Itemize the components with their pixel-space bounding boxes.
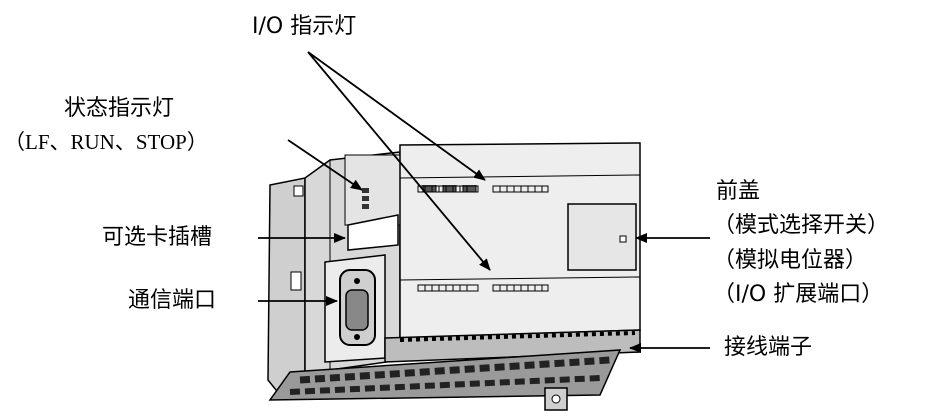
callout-arrows [258,51,710,353]
optional-card-slot-label: 可选卡插槽 [102,225,213,250]
arrow-io-top [307,51,486,181]
front-cover-item1-label: （模式选择开关） [713,213,890,238]
arrow-io-bottom [307,51,491,271]
status-indicator-label: 状态指示灯 [64,96,175,121]
status-indicator-sub-label: （LF、RUN、STOP） [4,130,208,154]
terminal-block [268,329,641,411]
status-leds [362,188,369,209]
comm-port-label: 通信端口 [128,288,217,313]
comm-port [324,254,386,363]
io-indicator-label: I/O 指示灯 [252,14,357,39]
arrow-status [287,139,363,191]
bottom-led-row [417,284,549,292]
main-body [399,142,641,339]
top-led-row [417,185,549,193]
terminal-block-label: 接线端子 [724,335,813,360]
optional-card-slot [347,214,399,251]
din-rail-bracket [267,177,306,396]
front-cover-item3-label: （I/O 扩展端口） [713,282,884,307]
front-cover-label: 前盖 [716,179,761,204]
front-cover-item2-label: （模拟电位器） [713,248,868,273]
